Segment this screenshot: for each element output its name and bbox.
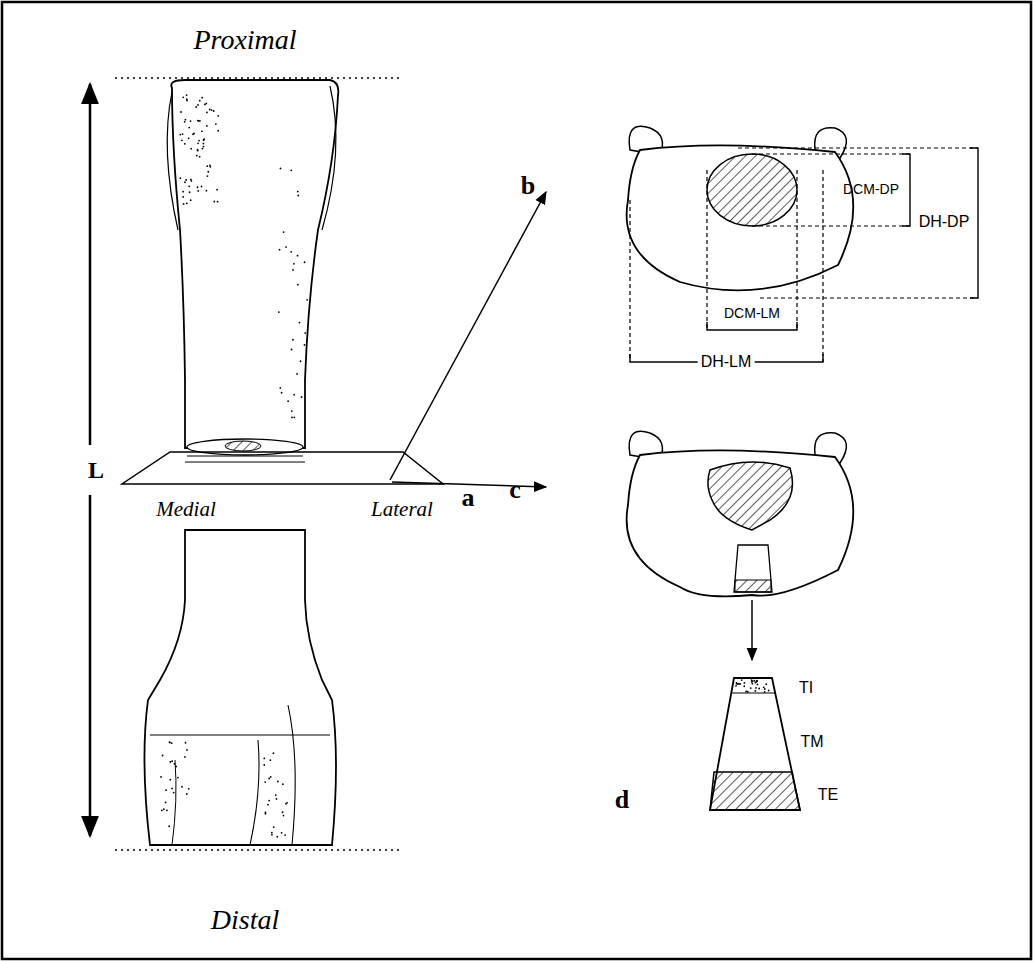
layer-label: TE	[818, 786, 838, 804]
panel-letter: a	[462, 484, 475, 513]
bone-contour	[322, 86, 336, 230]
anatomical-term: Distal	[211, 905, 279, 936]
dimension-label: DCM-DP	[843, 182, 899, 197]
layer-label: TM	[800, 733, 823, 751]
section-rings	[185, 456, 305, 462]
dimension-label: DCM-LM	[724, 306, 780, 321]
cortex-wedge	[710, 678, 800, 810]
dimension-lines	[630, 148, 978, 362]
cross-section-c	[627, 431, 854, 596]
dimension-label: DH-LM	[698, 353, 755, 371]
bone-distal	[144, 530, 336, 845]
condyle-contour	[150, 705, 330, 845]
condyle-contour	[172, 760, 176, 845]
panel-letter: d	[615, 786, 629, 815]
length-arrow	[89, 84, 92, 445]
dimension-label: DH-DP	[919, 213, 970, 231]
dimension-brackets	[630, 148, 978, 362]
pointer-arrow	[390, 192, 546, 480]
length-arrow	[89, 495, 92, 836]
bone-stipple	[160, 94, 308, 837]
panel-letter: b	[521, 172, 535, 201]
cross-section-b	[627, 126, 854, 290]
bone-proximal	[171, 80, 338, 448]
anatomical-term: Lateral	[371, 498, 433, 521]
proximal-line	[115, 77, 400, 79]
bone-contour	[167, 92, 178, 230]
cutting-plane	[122, 452, 443, 484]
anatomical-term: Medial	[156, 498, 215, 521]
pointer-arrow	[751, 600, 753, 660]
layer-label: TI	[799, 679, 813, 697]
distal-line	[115, 849, 400, 851]
anatomical-term: Proximal	[193, 25, 296, 56]
panel-letter: c	[509, 476, 521, 505]
section-cavity	[225, 441, 261, 451]
length-label: L	[88, 457, 104, 483]
